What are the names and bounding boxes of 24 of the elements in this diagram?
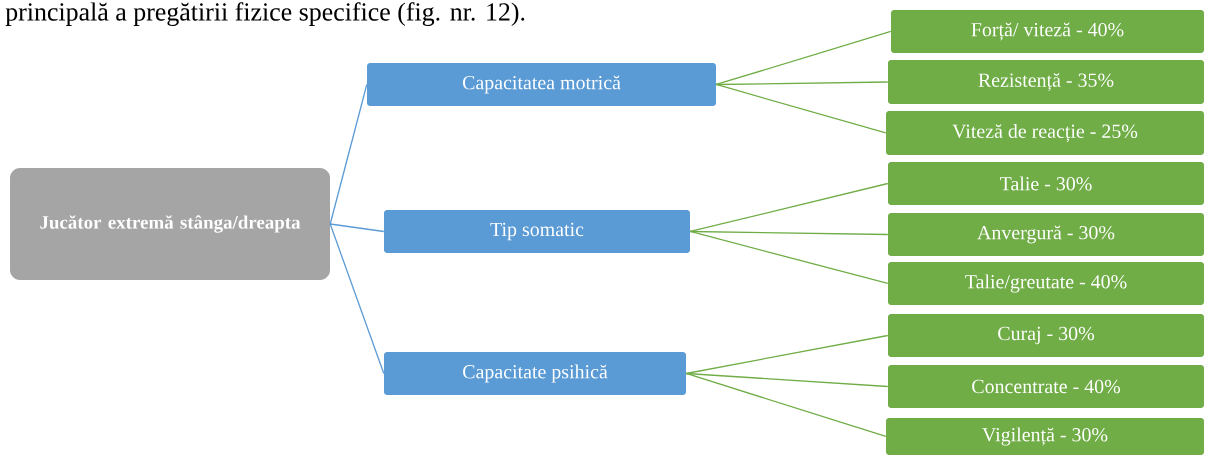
- item-box: Concentrate - 40%: [888, 365, 1204, 408]
- connector-line: [689, 182, 889, 233]
- caption-text: principală a pregătirii fizice specifice (fig. nr. 12).: [5, 2, 525, 27]
- item-box: Rezistență - 35%: [888, 60, 1204, 104]
- item-box: Talie/greutate - 40%: [888, 262, 1204, 305]
- connector-line: [715, 30, 892, 86]
- item-box: Talie - 30%: [888, 162, 1204, 205]
- item-box: Vigilență - 30%: [886, 418, 1204, 455]
- connector-line: [329, 83, 368, 225]
- item-box: Anvergură - 30%: [888, 213, 1204, 256]
- connector-line: [715, 83, 887, 134]
- root-box: Jucător extremă stânga/dreapta: [10, 168, 330, 280]
- item-box: Curaj - 30%: [888, 314, 1204, 357]
- connector-line: [685, 372, 889, 388]
- connector-line: [689, 230, 889, 285]
- category-box: Capacitatea motrică: [367, 63, 716, 106]
- connector-line: [329, 223, 385, 375]
- item-box: Forță/ viteză - 40%: [891, 10, 1204, 53]
- connector-line: [685, 334, 889, 375]
- connector-line: [329, 223, 385, 233]
- category-box: Capacitate psihică: [384, 352, 686, 395]
- item-box: Viteză de reacție - 25%: [886, 111, 1204, 155]
- category-box: Tip somatic: [384, 210, 690, 253]
- connector-line: [685, 372, 887, 438]
